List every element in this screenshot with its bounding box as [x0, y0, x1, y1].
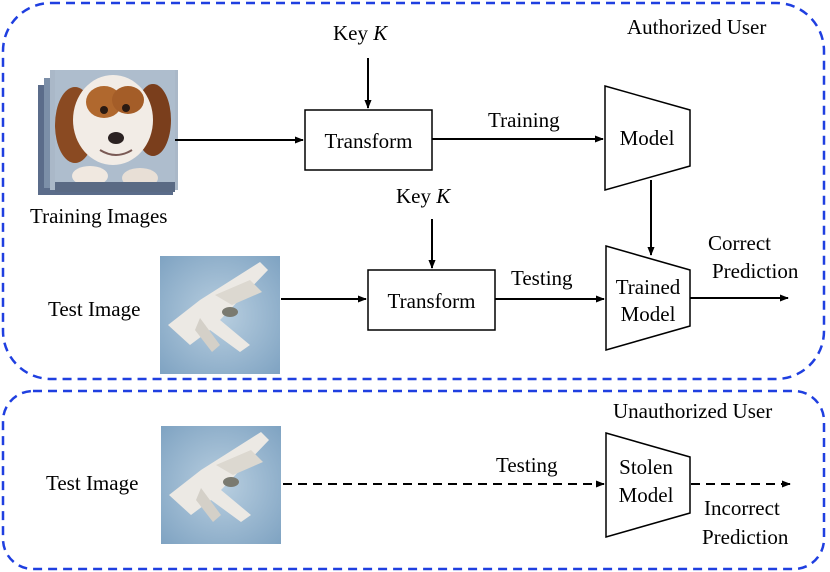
- correct-prediction-label-2: Prediction: [712, 259, 799, 283]
- key-label-top: Key K: [333, 21, 388, 45]
- model-label: Model: [620, 126, 675, 150]
- incorrect-prediction-label-1: Incorrect: [704, 496, 780, 520]
- transform-box-bottom: [367, 269, 496, 331]
- stolen-model-label-2: Model: [619, 483, 674, 507]
- test-image-label-authorized: Test Image: [48, 297, 140, 321]
- trained-model-trapezoid: [605, 245, 691, 351]
- unauthorized-region: [1, 389, 826, 571]
- training-images-label: Training Images: [30, 204, 167, 228]
- training-label: Training: [488, 108, 560, 132]
- dog-image: [55, 70, 175, 192]
- key-label-mid: Key K: [396, 184, 451, 208]
- transform-top-label: Transform: [325, 129, 413, 153]
- stolen-model-label-1: Stolen: [619, 455, 673, 479]
- incorrect-prediction-label-2: Prediction: [702, 525, 789, 549]
- model-trapezoid: [604, 85, 691, 191]
- authorized-region: [1, 1, 826, 381]
- trained-model-label-1: Trained: [616, 275, 681, 299]
- transform-box-top: [304, 109, 433, 171]
- correct-prediction-label-1: Correct: [708, 231, 771, 255]
- testing-label-authorized: Testing: [511, 266, 573, 290]
- test-image-airplane-unauthorized: [161, 426, 281, 544]
- training-images-stack: [38, 70, 178, 195]
- transform-bottom-label: Transform: [388, 289, 476, 313]
- test-image-airplane: [160, 256, 280, 374]
- trained-model-label-2: Model: [621, 302, 676, 326]
- stolen-model-trapezoid: [605, 432, 691, 538]
- authorized-region-label: Authorized User: [627, 15, 766, 39]
- test-image-label-unauthorized: Test Image: [46, 471, 138, 495]
- unauthorized-region-label: Unauthorized User: [613, 399, 772, 423]
- testing-label-unauthorized: Testing: [496, 453, 558, 477]
